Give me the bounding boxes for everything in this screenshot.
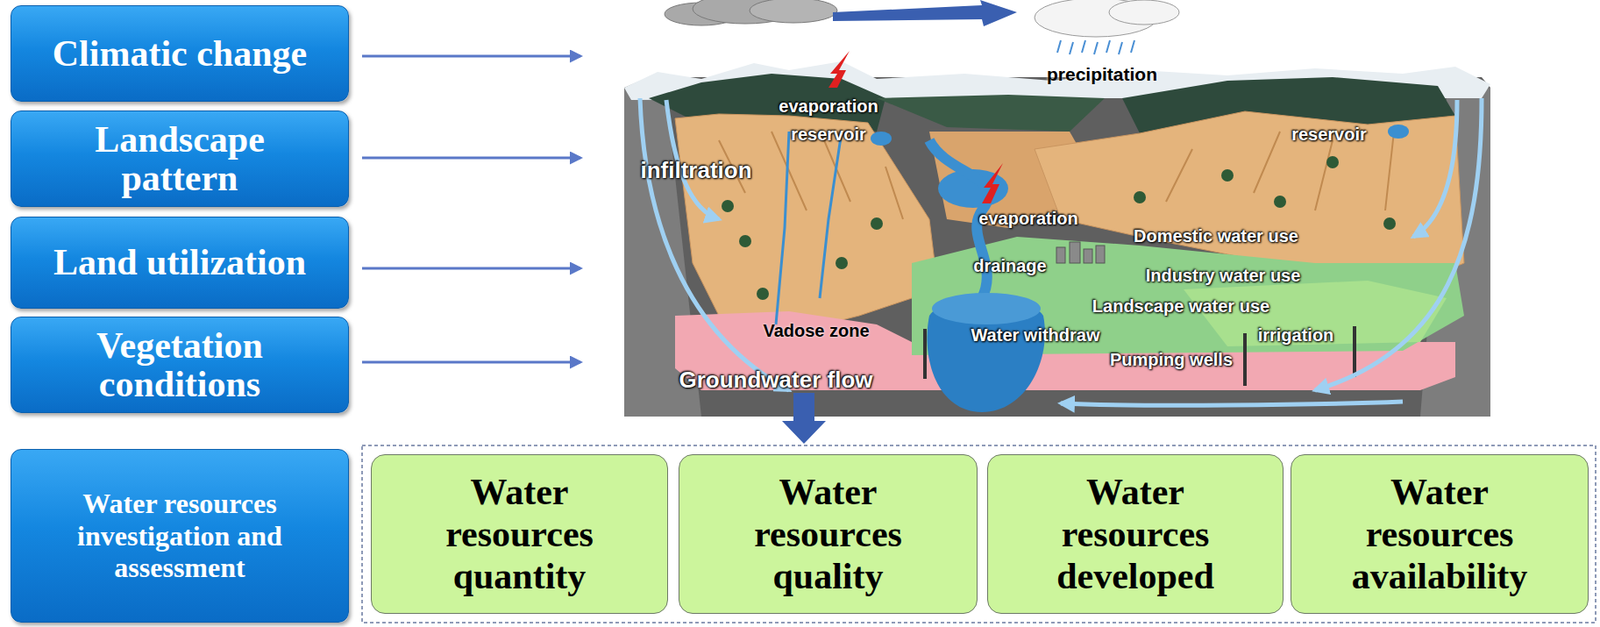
box-text: Water resources quality	[727, 470, 930, 598]
illustration-label: infiltration	[640, 156, 752, 185]
tree	[835, 256, 848, 270]
illustration-label: Industry water use	[1145, 265, 1302, 286]
building	[1095, 245, 1105, 264]
reservoir-icon	[870, 131, 892, 146]
text-block: Climatic change	[52, 34, 307, 73]
illustration-label: Water withdraw	[970, 325, 1100, 346]
tree	[1383, 217, 1396, 230]
text-block: Land utilization	[53, 242, 306, 282]
result-box: Water resources developed	[987, 454, 1284, 614]
tree	[1273, 195, 1287, 208]
illustration-label: evaporation	[778, 96, 878, 117]
illustration-label: reservoir	[790, 124, 867, 145]
evaporation-arrow	[828, 50, 850, 88]
slope-hatching	[718, 131, 1394, 220]
result-box: Water resources quantity	[370, 454, 669, 614]
box-text: Water resources investigation and assess…	[48, 487, 312, 584]
illustration-label: Vadose zone	[762, 320, 869, 342]
factor-arrow	[362, 156, 581, 160]
illustration-label: Landscape water use	[1092, 296, 1270, 317]
text-block: Water resources quantity	[419, 470, 621, 598]
tree	[1133, 191, 1146, 204]
tree	[721, 199, 734, 213]
illustration-label: irrigation	[1258, 325, 1335, 346]
cloud	[1109, 0, 1180, 25]
factor-box: Climatic change	[10, 5, 349, 102]
box-text: Water resources developed	[1034, 470, 1237, 598]
result-box: Water resources quality	[678, 454, 978, 614]
illustration-label: reservoir	[1291, 124, 1367, 145]
trees	[721, 156, 1396, 300]
box-text: Water resources quantity	[419, 470, 621, 598]
pool-surface	[931, 292, 1041, 325]
illustration-label: Pumping wells	[1109, 349, 1233, 370]
groundwater-arrow	[1413, 99, 1458, 237]
factor-box: Land utilization	[10, 216, 349, 309]
box-text: Land utilization	[53, 242, 306, 282]
box-text: Landscape pattern	[48, 120, 312, 198]
tree	[739, 234, 752, 248]
tree	[1326, 156, 1339, 169]
text-block: Water resources quality	[727, 470, 930, 598]
stream	[775, 131, 842, 325]
tree	[756, 287, 769, 300]
rock-block	[624, 77, 1491, 417]
dashed-frame	[362, 445, 1596, 623]
factor-arrow	[362, 361, 581, 364]
town	[1056, 241, 1105, 264]
rain	[1057, 40, 1135, 55]
text-block: Landscape pattern	[48, 120, 312, 198]
text-block: Vegetation conditions	[48, 326, 312, 404]
illustration-label: drainage	[973, 256, 1046, 277]
result-box: Water resources availability	[1290, 454, 1589, 614]
factor-arrow	[362, 267, 581, 271]
tree	[870, 217, 883, 230]
box-text: Vegetation conditions	[48, 326, 312, 404]
illustration-label: evaporation	[978, 208, 1078, 229]
text-block: Water resources investigation and assess…	[48, 487, 312, 584]
landscape-block	[624, 50, 1491, 417]
illustration-label: Domestic water use	[1133, 226, 1299, 247]
illustration-label: Groundwater flow	[679, 366, 874, 394]
forest	[876, 94, 1105, 132]
assessment-box: Water resources investigation and assess…	[10, 448, 349, 623]
evaporation-arrow	[981, 163, 1003, 204]
text-block: Water resources developed	[1034, 470, 1237, 598]
valley-field	[911, 236, 1465, 356]
tree	[1221, 169, 1234, 182]
illustration-label: precipitation	[1046, 64, 1158, 86]
building	[1083, 248, 1093, 264]
building	[1069, 241, 1081, 264]
factor-arrows	[362, 56, 581, 363]
factor-arrow	[362, 55, 581, 58]
reservoir-icon	[1387, 124, 1409, 139]
mountain-slope	[675, 113, 939, 334]
box-text: Climatic change	[52, 34, 307, 73]
factor-box: Landscape pattern	[10, 110, 349, 207]
sky	[664, 0, 1180, 55]
building	[1056, 247, 1066, 264]
cloud	[749, 0, 838, 23]
factor-box: Vegetation conditions	[10, 316, 349, 413]
groundwater-arrow	[1060, 401, 1403, 406]
down-arrow	[782, 392, 826, 444]
box-text: Water resources availability	[1338, 470, 1541, 598]
text-block: Water resources availability	[1338, 470, 1541, 598]
wind-arrow	[832, 0, 1017, 27]
groundwater-arrow	[640, 98, 790, 391]
